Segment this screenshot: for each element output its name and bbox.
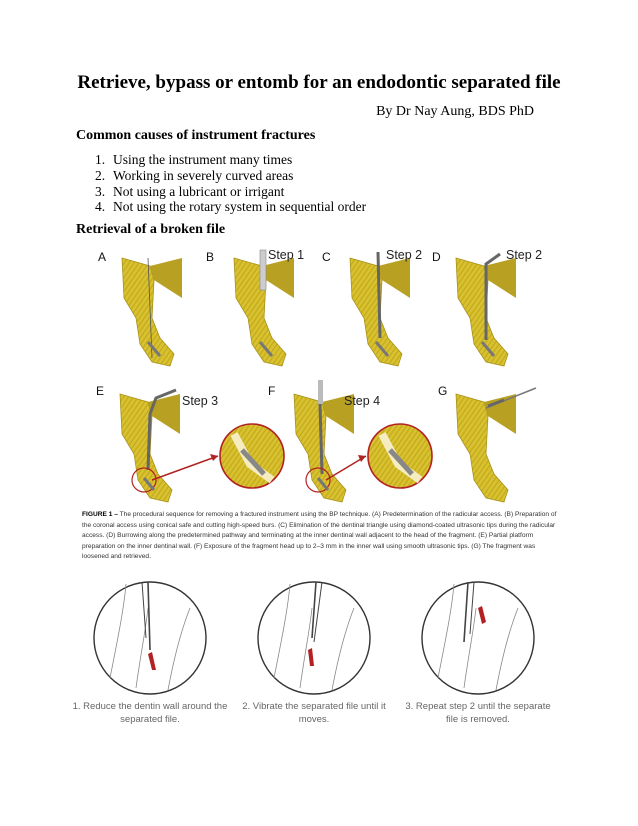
circle-diagram-1 [94,582,206,694]
list-item: 4.Not using the rotary system in sequent… [95,199,366,215]
bottom-step-2: 2. Vibrate the separated file until it m… [234,700,394,726]
step-label-e: Step 3 [182,394,218,408]
zoom-arrow-e [152,456,218,480]
page-title: Retrieve, bypass or entomb for an endodo… [0,72,638,94]
panel-label-f: F [268,384,275,398]
list-text: Working in severely curved areas [113,168,293,184]
step-label-d: Step 2 [506,248,542,262]
bottom-step-3: 3. Repeat step 2 until the separate file… [398,700,558,726]
step-label-b: Step 1 [268,248,304,262]
panel-label-c: C [322,250,331,264]
caption-text: The procedural sequence for removing a f… [82,511,556,560]
tooth-panel-c [350,252,410,366]
list-number: 3. [95,184,113,200]
bottom-diagrams [82,578,558,698]
list-item: 2.Working in severely curved areas [95,168,366,184]
bottom-illustrations [82,578,558,698]
panel-label-b: B [206,250,214,264]
step-label-f: Step 4 [344,394,380,408]
list-item: 1.Using the instrument many times [95,152,366,168]
procedure-illustration [82,244,558,504]
panel-label-a: A [98,250,106,264]
list-text: Not using a lubricant or irrigant [113,184,284,200]
magnified-view-f [368,424,432,488]
step-label-c: Step 2 [386,248,422,262]
figure-caption: FIGURE 1 – The procedural sequence for r… [82,510,558,563]
panel-label-e: E [96,384,104,398]
list-item: 3.Not using a lubricant or irrigant [95,184,366,200]
list-number: 1. [95,152,113,168]
bottom-step-1: 1. Reduce the dentin wall around the sep… [70,700,230,726]
procedure-figure: A B C D E F G Step 1 Step 2 Step 2 Step … [82,244,558,504]
panel-label-d: D [432,250,441,264]
caption-label: FIGURE 1 – [82,511,118,518]
causes-list: 1.Using the instrument many times 2.Work… [95,152,366,215]
tooth-panel-g [456,388,536,502]
tooth-panel-b [234,250,294,366]
author-byline: By Dr Nay Aung, BDS PhD [376,104,534,120]
section-heading-retrieval: Retrieval of a broken file [76,222,225,238]
tooth-panel-d [456,254,516,366]
magnified-view-e [220,424,284,488]
section-heading-causes: Common causes of instrument fractures [76,128,315,144]
tooth-panel-e [120,390,180,502]
circle-diagram-3 [422,582,534,694]
circle-diagram-2 [258,582,370,694]
list-number: 4. [95,199,113,215]
list-number: 2. [95,168,113,184]
panel-label-g: G [438,384,447,398]
list-text: Not using the rotary system in sequentia… [113,199,366,215]
list-text: Using the instrument many times [113,152,292,168]
tooth-panel-a [122,258,182,366]
